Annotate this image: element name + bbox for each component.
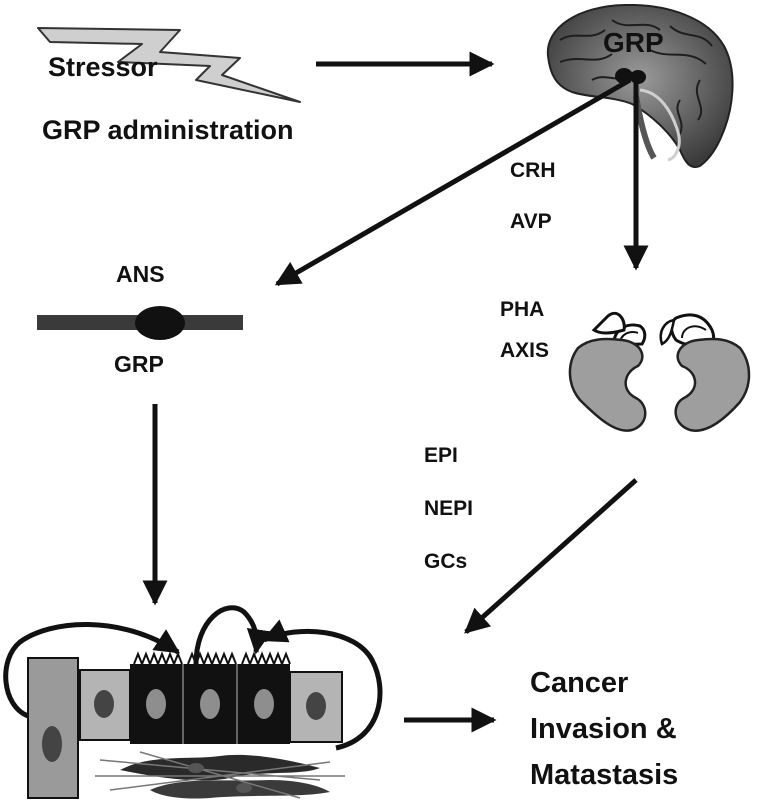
outcome-line-2: Invasion & <box>530 713 677 745</box>
ganglion-icon <box>135 306 185 340</box>
gcs-label: GCs <box>424 550 467 573</box>
pha-label: PHA <box>500 298 544 321</box>
avp-label: AVP <box>510 210 552 233</box>
arrow-adrenal-to-cells <box>464 478 638 634</box>
outcome-line-1: Cancer <box>530 667 628 699</box>
crh-label: CRH <box>510 159 556 182</box>
stressor-label: Stressor <box>48 52 158 82</box>
lightning-bolt-icon <box>37 27 301 103</box>
arrow-brain-to-ans <box>274 77 632 287</box>
epithelial-tissue-icon <box>3 605 383 799</box>
axis-label: AXIS <box>500 339 549 362</box>
ans-grp-label: GRP <box>114 351 164 377</box>
brain-grp-label: GRP <box>603 27 664 58</box>
nepi-label: NEPI <box>424 497 473 520</box>
epi-label: EPI <box>424 444 458 467</box>
grp-administration-label: GRP administration <box>42 115 294 145</box>
adrenal-kidney-icon <box>568 311 751 432</box>
outcome-line-3: Matastasis <box>530 759 678 791</box>
ans-label: ANS <box>116 261 165 287</box>
